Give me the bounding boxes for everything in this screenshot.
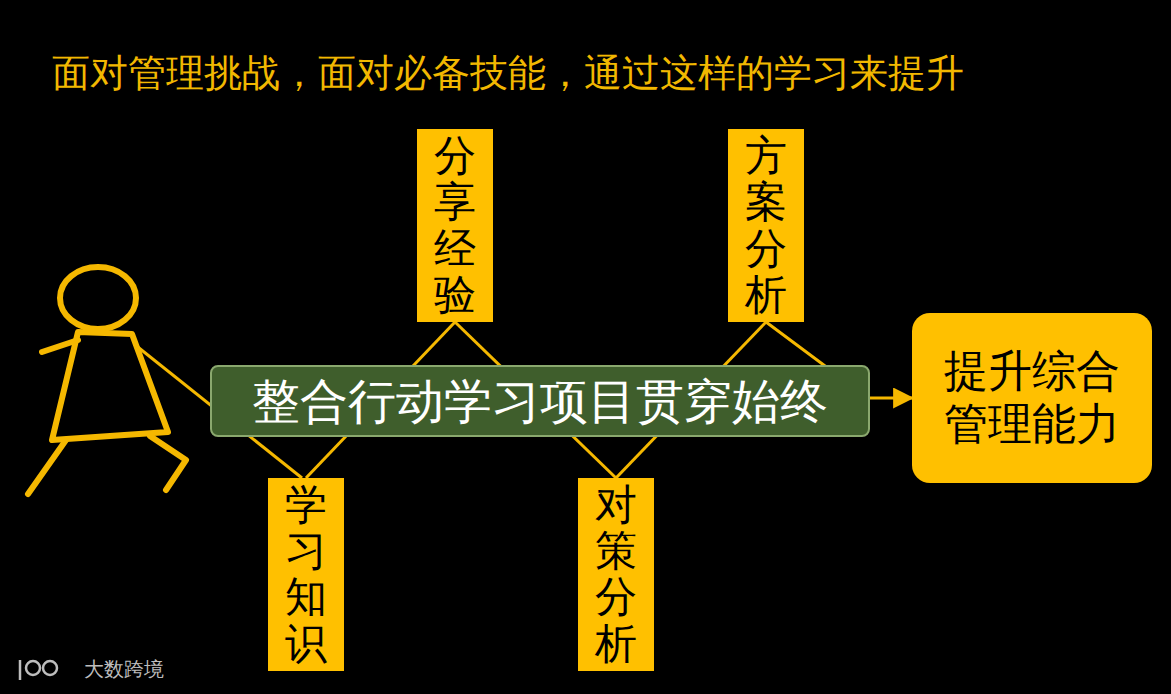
program-band: 整合行动学习项目贯穿始终 (210, 365, 870, 437)
step-box: 分享经验 (417, 129, 493, 322)
figure-head (60, 267, 136, 329)
step-box: 对策分析 (578, 478, 654, 671)
watermark: 大数跨境 (84, 656, 164, 683)
title: 面对管理挑战，面对必备技能，通过这样的学习来提升 (52, 48, 964, 99)
node-text: 方案分析 (745, 133, 787, 318)
result-box: 提升综合管理能力 (912, 313, 1152, 483)
watermark-logo (20, 660, 57, 680)
node-text: 提升综合管理能力 (932, 345, 1132, 451)
figure-leg (28, 440, 66, 494)
figure-leg (150, 436, 186, 490)
step-box: 学习知识 (268, 478, 344, 671)
node-text: 整合行动学习项目贯穿始终 (252, 375, 828, 428)
step-box: 方案分析 (728, 129, 804, 322)
figure-body (52, 332, 168, 440)
figure-arm (42, 340, 78, 352)
node-text: 对策分析 (595, 482, 637, 667)
node-text: 分享经验 (434, 133, 476, 318)
node-text: 学习知识 (285, 482, 327, 667)
